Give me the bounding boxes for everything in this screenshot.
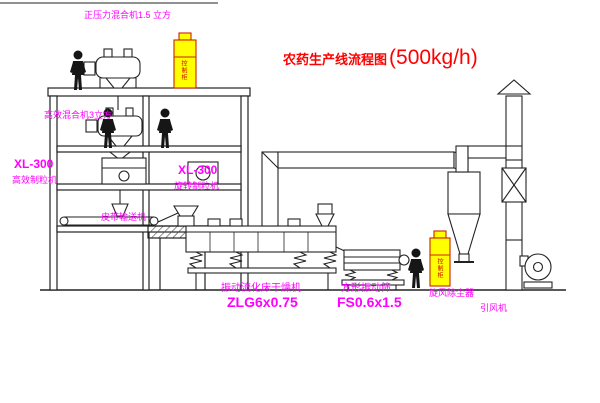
label-granulator-mid-name: 旋转制粒机 <box>174 181 220 191</box>
control-cabinet-1 <box>173 32 197 89</box>
person-figure <box>70 50 86 90</box>
exhaust-stack <box>496 79 532 291</box>
person-figure <box>408 248 424 288</box>
label-mixer2: 高效混合机3立方 <box>44 110 113 120</box>
label-cabinet1: 控制柜 <box>180 60 186 81</box>
label-cabinet2: 控制柜 <box>436 258 442 279</box>
title-text: 农药生产线流程图 <box>283 52 388 67</box>
person-figure <box>157 108 173 148</box>
exhaust-duct <box>261 151 469 227</box>
label-granulator-left-model: XL-300 <box>14 157 54 171</box>
diagram-title: 农药生产线流程图 (500kg/h) <box>283 46 478 70</box>
vibrating-screen <box>335 246 410 290</box>
label-conveyor: 皮带输送机 <box>101 212 147 222</box>
label-granulator-left-name: 高效制粒机 <box>12 175 58 185</box>
label-screen-name: 方形振动筛 <box>341 283 391 294</box>
cyclone-separator <box>447 145 509 263</box>
belt-conveyor <box>59 212 179 226</box>
granulator-1 <box>101 151 147 217</box>
label-cyclone: 旋风除尘器 <box>429 288 475 298</box>
granulator-2 <box>187 161 219 185</box>
label-mixer1: 正压力混合机1.5 立方 <box>84 10 172 20</box>
label-dryer-name: 振动流化床干燥机 <box>221 283 301 294</box>
title-capacity: (500kg/h) <box>389 46 478 69</box>
control-cabinet-2 <box>429 230 451 287</box>
label-fan: 引风机 <box>480 303 508 313</box>
label-dryer-model: ZLG6x0.75 <box>227 294 298 310</box>
label-screen-model: FS0.6x1.5 <box>337 294 402 310</box>
induced-draft-fan <box>519 253 553 289</box>
mixer-1 <box>83 48 141 89</box>
label-granulator-mid-model: XL-300 <box>178 163 218 177</box>
fluid-bed-dryer <box>173 203 338 290</box>
